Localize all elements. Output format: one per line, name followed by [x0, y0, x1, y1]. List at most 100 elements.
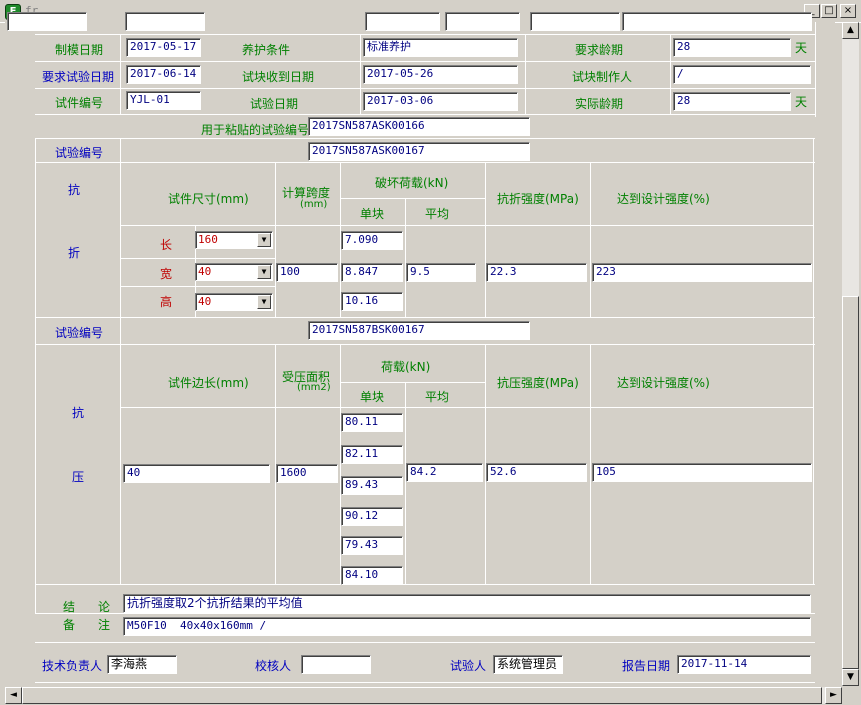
flex-len-value: 160 [198, 233, 218, 246]
report-date-field[interactable]: 2017-11-14 [677, 655, 811, 674]
comp-test-no-field[interactable]: 2017SN587BSK00167 [308, 321, 530, 340]
comp-side-char-2: 压 [72, 470, 85, 484]
req-age-label: 要求龄期 [575, 43, 624, 57]
paste-label: 用于粘贴的试验编号 [201, 123, 310, 137]
flex-wid-select[interactable]: 40 ▼ [195, 263, 273, 281]
comp-strength-field[interactable]: 52.6 [486, 463, 587, 482]
comp-load-2[interactable]: 82.11 [341, 445, 403, 464]
flex-len-select[interactable]: 160 ▼ [195, 231, 273, 249]
comp-load-4[interactable]: 90.12 [341, 507, 403, 526]
actual-age-label: 实际龄期 [575, 97, 624, 111]
flex-col-avg: 平均 [425, 207, 450, 221]
comp-col-design: 达到设计强度(%) [617, 376, 710, 390]
comp-col-avg: 平均 [425, 390, 450, 404]
scroll-down-icon[interactable]: ▼ [842, 669, 859, 686]
title-bar: F fr _ □ × [0, 0, 861, 23]
flex-wid-value: 40 [198, 265, 212, 278]
cut-field[interactable] [530, 12, 620, 31]
specimen-no-field[interactable]: YJL-01 [126, 91, 201, 110]
actual-age-field[interactable]: 28 [673, 92, 791, 111]
comp-col-area: 受压面积 [282, 370, 331, 384]
recv-date-field[interactable]: 2017-05-26 [363, 65, 518, 84]
flex-span-field[interactable]: 100 [276, 263, 338, 282]
flex-col-span-unit: (mm) [300, 199, 328, 210]
size-grip [842, 687, 859, 704]
conclusion-field[interactable]: 抗折强度取2个抗折结果的平均值 [123, 594, 811, 613]
remark-label-2: 注 [98, 618, 111, 632]
req-age-field[interactable]: 28 [673, 38, 791, 57]
flex-load-3[interactable]: 10.16 [341, 292, 403, 311]
cut-field[interactable] [125, 12, 205, 31]
flex-design-field[interactable]: 223 [592, 263, 812, 282]
comp-load-5[interactable]: 79.43 [341, 536, 403, 555]
check-field[interactable] [301, 655, 371, 674]
flex-load-1[interactable]: 7.090 [341, 231, 403, 250]
flex-side-char-2: 折 [68, 246, 81, 260]
test-date-field[interactable]: 2017-03-06 [363, 92, 518, 111]
recv-date-label: 试块收到日期 [242, 70, 315, 84]
vertical-scroll-thumb[interactable] [842, 296, 859, 669]
flex-col-size-text: 试件尺寸(mm) [168, 192, 249, 206]
flex-col-span: 计算跨度 [282, 186, 331, 200]
cut-field[interactable] [365, 12, 440, 31]
comp-area-field[interactable]: 1600 [276, 464, 338, 483]
comp-side-char-1: 抗 [72, 406, 85, 420]
vertical-scrollbar[interactable]: ▲ ▼ [842, 22, 859, 686]
comp-design-field[interactable]: 105 [592, 463, 812, 482]
flex-avg-field[interactable]: 9.5 [406, 263, 476, 282]
maker-field[interactable]: / [673, 65, 811, 84]
comp-load-6[interactable]: 84.10 [341, 566, 403, 585]
chevron-down-icon[interactable]: ▼ [257, 233, 271, 247]
horizontal-scroll-thumb[interactable] [22, 687, 822, 704]
paste-field[interactable]: 2017SN587ASK00166 [308, 117, 530, 136]
remark-label-1: 备 [63, 618, 76, 632]
cut-field[interactable] [622, 12, 812, 31]
chevron-down-icon[interactable]: ▼ [257, 295, 271, 309]
comp-side-field[interactable]: 40 [123, 464, 270, 483]
flex-test-no-field[interactable]: 2017SN587ASK00167 [308, 142, 530, 161]
comp-test-no-label: 试验编号 [55, 326, 104, 340]
day-unit-1: 天 [795, 41, 808, 55]
scroll-up-icon[interactable]: ▲ [842, 22, 859, 39]
tester-field[interactable]: 系统管理员 [493, 655, 563, 674]
tester-label: 试验人 [450, 659, 487, 673]
cure-field[interactable]: 标准养护 [363, 38, 518, 57]
flex-col-size: 试件尺寸(mm) [168, 190, 249, 207]
flex-col-strength: 抗折强度(MPa) [497, 192, 579, 206]
conclusion-label-2: 论 [98, 600, 111, 614]
tech-field[interactable]: 李海燕 [107, 655, 177, 674]
day-unit-2: 天 [795, 95, 808, 109]
comp-col-area-unit: (mm2) [297, 382, 331, 393]
comp-avg-field[interactable]: 84.2 [406, 463, 483, 482]
flex-hei-value: 40 [198, 295, 212, 308]
mold-date-field[interactable]: 2017-05-17 [126, 38, 201, 57]
flex-load-2[interactable]: 8.847 [341, 263, 403, 282]
horizontal-scrollbar[interactable]: ◄ ► [5, 687, 842, 704]
flex-hei-label: 高 [160, 295, 173, 309]
scroll-right-icon[interactable]: ► [825, 687, 842, 704]
comp-col-strength: 抗压强度(MPa) [497, 376, 579, 390]
maximize-button[interactable]: □ [821, 4, 837, 18]
flex-wid-label: 宽 [160, 267, 173, 281]
cut-field[interactable] [445, 12, 520, 31]
flex-strength-field[interactable]: 22.3 [486, 263, 587, 282]
flex-col-single: 单块 [360, 207, 385, 221]
close-button[interactable]: × [840, 4, 856, 18]
req-test-date-field[interactable]: 2017-06-14 [126, 65, 201, 84]
flex-col-design: 达到设计强度(%) [617, 192, 710, 206]
form-area: 制模日期 2017-05-17 养护条件 标准养护 要求龄期 28 天 要求试验… [5, 12, 835, 686]
chevron-down-icon[interactable]: ▼ [257, 265, 271, 279]
conclusion-label-1: 结 [63, 600, 76, 614]
comp-col-side: 试件边长(mm) [168, 376, 249, 390]
comp-load-1[interactable]: 80.11 [341, 413, 403, 432]
remark-field[interactable]: M50F10 40x40x160mm / [123, 617, 811, 636]
comp-load-3[interactable]: 89.43 [341, 476, 403, 495]
flex-hei-select[interactable]: 40 ▼ [195, 293, 273, 311]
comp-col-load: 荷载(kN) [381, 360, 431, 374]
mold-date-label: 制模日期 [55, 43, 104, 57]
specimen-no-label: 试件编号 [55, 96, 104, 110]
scroll-left-icon[interactable]: ◄ [5, 687, 22, 704]
cut-field[interactable] [7, 12, 87, 31]
maker-label: 试块制作人 [572, 70, 633, 84]
